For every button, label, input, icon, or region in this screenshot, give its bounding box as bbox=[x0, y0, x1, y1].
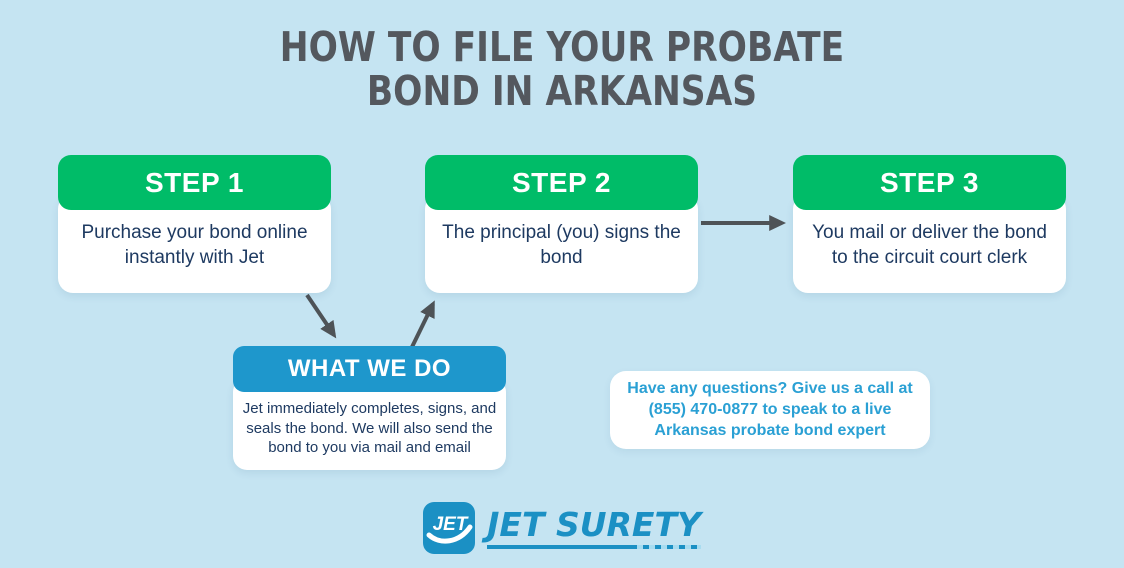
brand-logo: JET JET SURETY bbox=[0, 502, 1124, 554]
step-3-label: STEP 3 bbox=[880, 166, 979, 198]
help-note-box: Have any questions? Give us a call at (8… bbox=[610, 371, 930, 450]
what-we-do-body: Jet immediately completes, signs, and se… bbox=[233, 378, 506, 470]
logo-swoosh-icon bbox=[426, 524, 473, 544]
arrow-step1-to-whatwedo bbox=[305, 293, 337, 339]
step-2-header: STEP 2 bbox=[425, 155, 698, 210]
what-we-do-card: WHAT WE DO Jet immediately completes, si… bbox=[233, 346, 506, 470]
step-1-header: STEP 1 bbox=[58, 155, 331, 210]
step-1-body: Purchase your bond online instantly with… bbox=[58, 194, 331, 293]
page-title: HOW TO FILE YOUR PROBATE BOND IN ARKANSA… bbox=[0, 25, 1124, 113]
step-2-body: The principal (you) signs the bond bbox=[425, 194, 698, 293]
step-3-header: STEP 3 bbox=[793, 155, 1066, 210]
logo-icon-text: JET bbox=[433, 514, 469, 535]
what-we-do-label: WHAT WE DO bbox=[287, 355, 452, 382]
brand-text: JET SURETY bbox=[487, 504, 701, 544]
page-title-line-1: HOW TO FILE YOUR PROBATE bbox=[279, 23, 845, 71]
brand-underline bbox=[487, 544, 701, 549]
arrow-whatwedo-to-step2 bbox=[410, 300, 435, 348]
step-2-text: The principal (you) signs the bond bbox=[442, 222, 681, 268]
page-title-line-2: BOND IN ARKANSAS bbox=[366, 67, 758, 115]
step-1-label: STEP 1 bbox=[145, 166, 244, 198]
step-2-card: STEP 2 The principal (you) signs the bon… bbox=[425, 155, 698, 293]
step-2-label: STEP 2 bbox=[512, 166, 611, 198]
step-3-card: STEP 3 You mail or deliver the bond to t… bbox=[793, 155, 1066, 293]
step-1-card: STEP 1 Purchase your bond online instant… bbox=[58, 155, 331, 293]
jet-logo-icon: JET bbox=[423, 502, 476, 554]
step-1-text: Purchase your bond online instantly with… bbox=[81, 222, 308, 268]
what-we-do-header: WHAT WE DO bbox=[233, 346, 506, 392]
step-3-body: You mail or deliver the bond to the circ… bbox=[793, 194, 1066, 293]
help-note-text: Have any questions? Give us a call at (8… bbox=[627, 380, 913, 439]
brand-block: JET SURETY bbox=[487, 508, 701, 549]
what-we-do-text: Jet immediately completes, signs, and se… bbox=[242, 400, 497, 456]
step-3-text: You mail or deliver the bond to the circ… bbox=[812, 222, 1047, 268]
